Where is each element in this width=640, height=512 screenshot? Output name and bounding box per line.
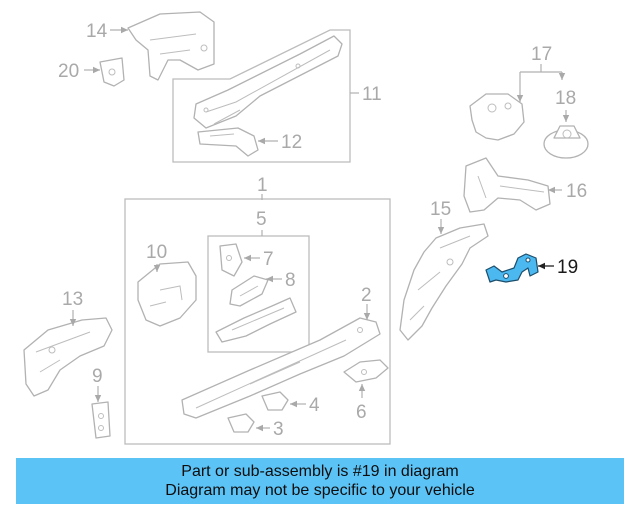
callout-2: 2 [361,285,372,306]
part-7-bracket [219,243,243,277]
callout-14: 14 [86,21,108,42]
part-16-wheelhouse [463,157,551,213]
group-box-5 [207,235,310,353]
part-11-rail [193,35,343,129]
part-14-apron-upper [127,11,215,81]
callout-15: 15 [430,199,451,220]
callout-12: 12 [281,132,302,153]
callout-4: 4 [309,395,320,416]
info-banner: Part or sub-assembly is #19 in diagram D… [16,458,624,504]
callout-1: 1 [257,175,268,196]
part-12-bracket [197,127,259,157]
banner-line-2: Diagram may not be specific to your vehi… [165,482,475,499]
callout-16: 16 [566,181,587,202]
callout-10: 10 [146,242,167,263]
part-13-extension [23,317,113,397]
callout-17: 17 [531,44,552,65]
callout-5: 5 [256,209,267,230]
part-9-plate [91,401,111,439]
part-17-strut-tower [469,93,525,141]
callout-19-highlighted: 19 [557,257,578,278]
part-18-strut-mount [543,125,589,159]
group-box-11 [172,29,351,163]
part-5-reinforcement [215,297,297,343]
callout-9: 9 [92,366,103,387]
part-20-bracket [99,57,125,87]
part-3-block [227,413,255,433]
part-10-panel [137,261,197,327]
callout-18: 18 [555,88,576,109]
callout-6: 6 [356,402,367,423]
callout-3: 3 [273,419,284,440]
leader-lines [69,26,570,432]
group-box-1 [124,198,391,445]
callout-7: 7 [263,249,274,270]
callout-11: 11 [362,84,382,105]
part-6-bracket [343,359,389,383]
callout-13: 13 [62,289,83,310]
banner-line-1: Part or sub-assembly is #19 in diagram [181,463,459,480]
part-15-quarter-inner [399,223,489,341]
part-4-block [261,391,289,411]
callout-8: 8 [285,270,296,291]
part-2-side-member [181,317,381,419]
callout-20: 20 [58,61,79,82]
part-8-bracket [229,275,269,307]
part-19-bracket-highlighted[interactable] [485,253,539,283]
